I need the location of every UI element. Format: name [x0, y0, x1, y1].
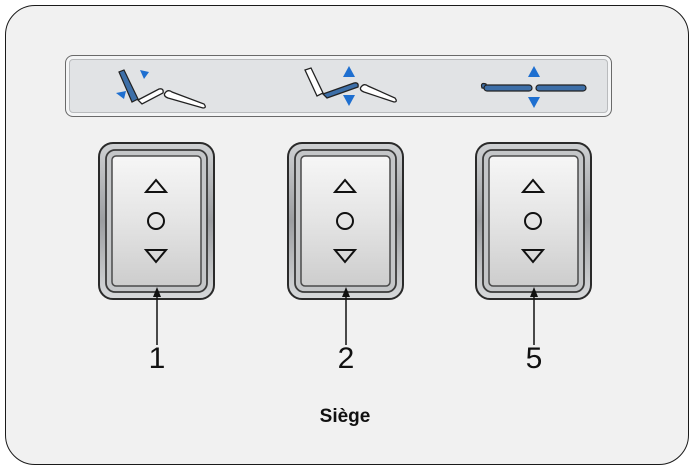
- seat-backrest-recline-icon: [116, 69, 206, 109]
- up-triangle-icon: [520, 178, 546, 193]
- down-triangle-icon: [143, 249, 169, 264]
- leader-arrow-2: [342, 287, 350, 345]
- down-triangle-icon: [332, 249, 358, 264]
- circle-icon: [524, 212, 542, 230]
- rocker-switch-5[interactable]: [475, 142, 592, 300]
- circle-icon: [336, 212, 354, 230]
- callout-number-1: 1: [148, 342, 166, 375]
- caption-siege: Siège: [319, 406, 371, 427]
- circle-icon: [147, 212, 165, 230]
- seat-control-diagram: 1 2 5 Siège: [5, 5, 689, 465]
- leader-arrow-5: [530, 287, 538, 345]
- rocker-switch-2[interactable]: [287, 142, 404, 300]
- rocker-switch-1[interactable]: [98, 142, 215, 300]
- seat-height-icon: [480, 66, 587, 108]
- callout-number-5: 5: [525, 342, 543, 375]
- down-triangle-icon: [520, 249, 546, 264]
- up-triangle-icon: [143, 178, 169, 193]
- callout-number-2: 2: [337, 342, 355, 375]
- up-triangle-icon: [332, 178, 358, 193]
- leader-arrow-1: [153, 287, 161, 345]
- seat-tilt-icon: [304, 66, 397, 106]
